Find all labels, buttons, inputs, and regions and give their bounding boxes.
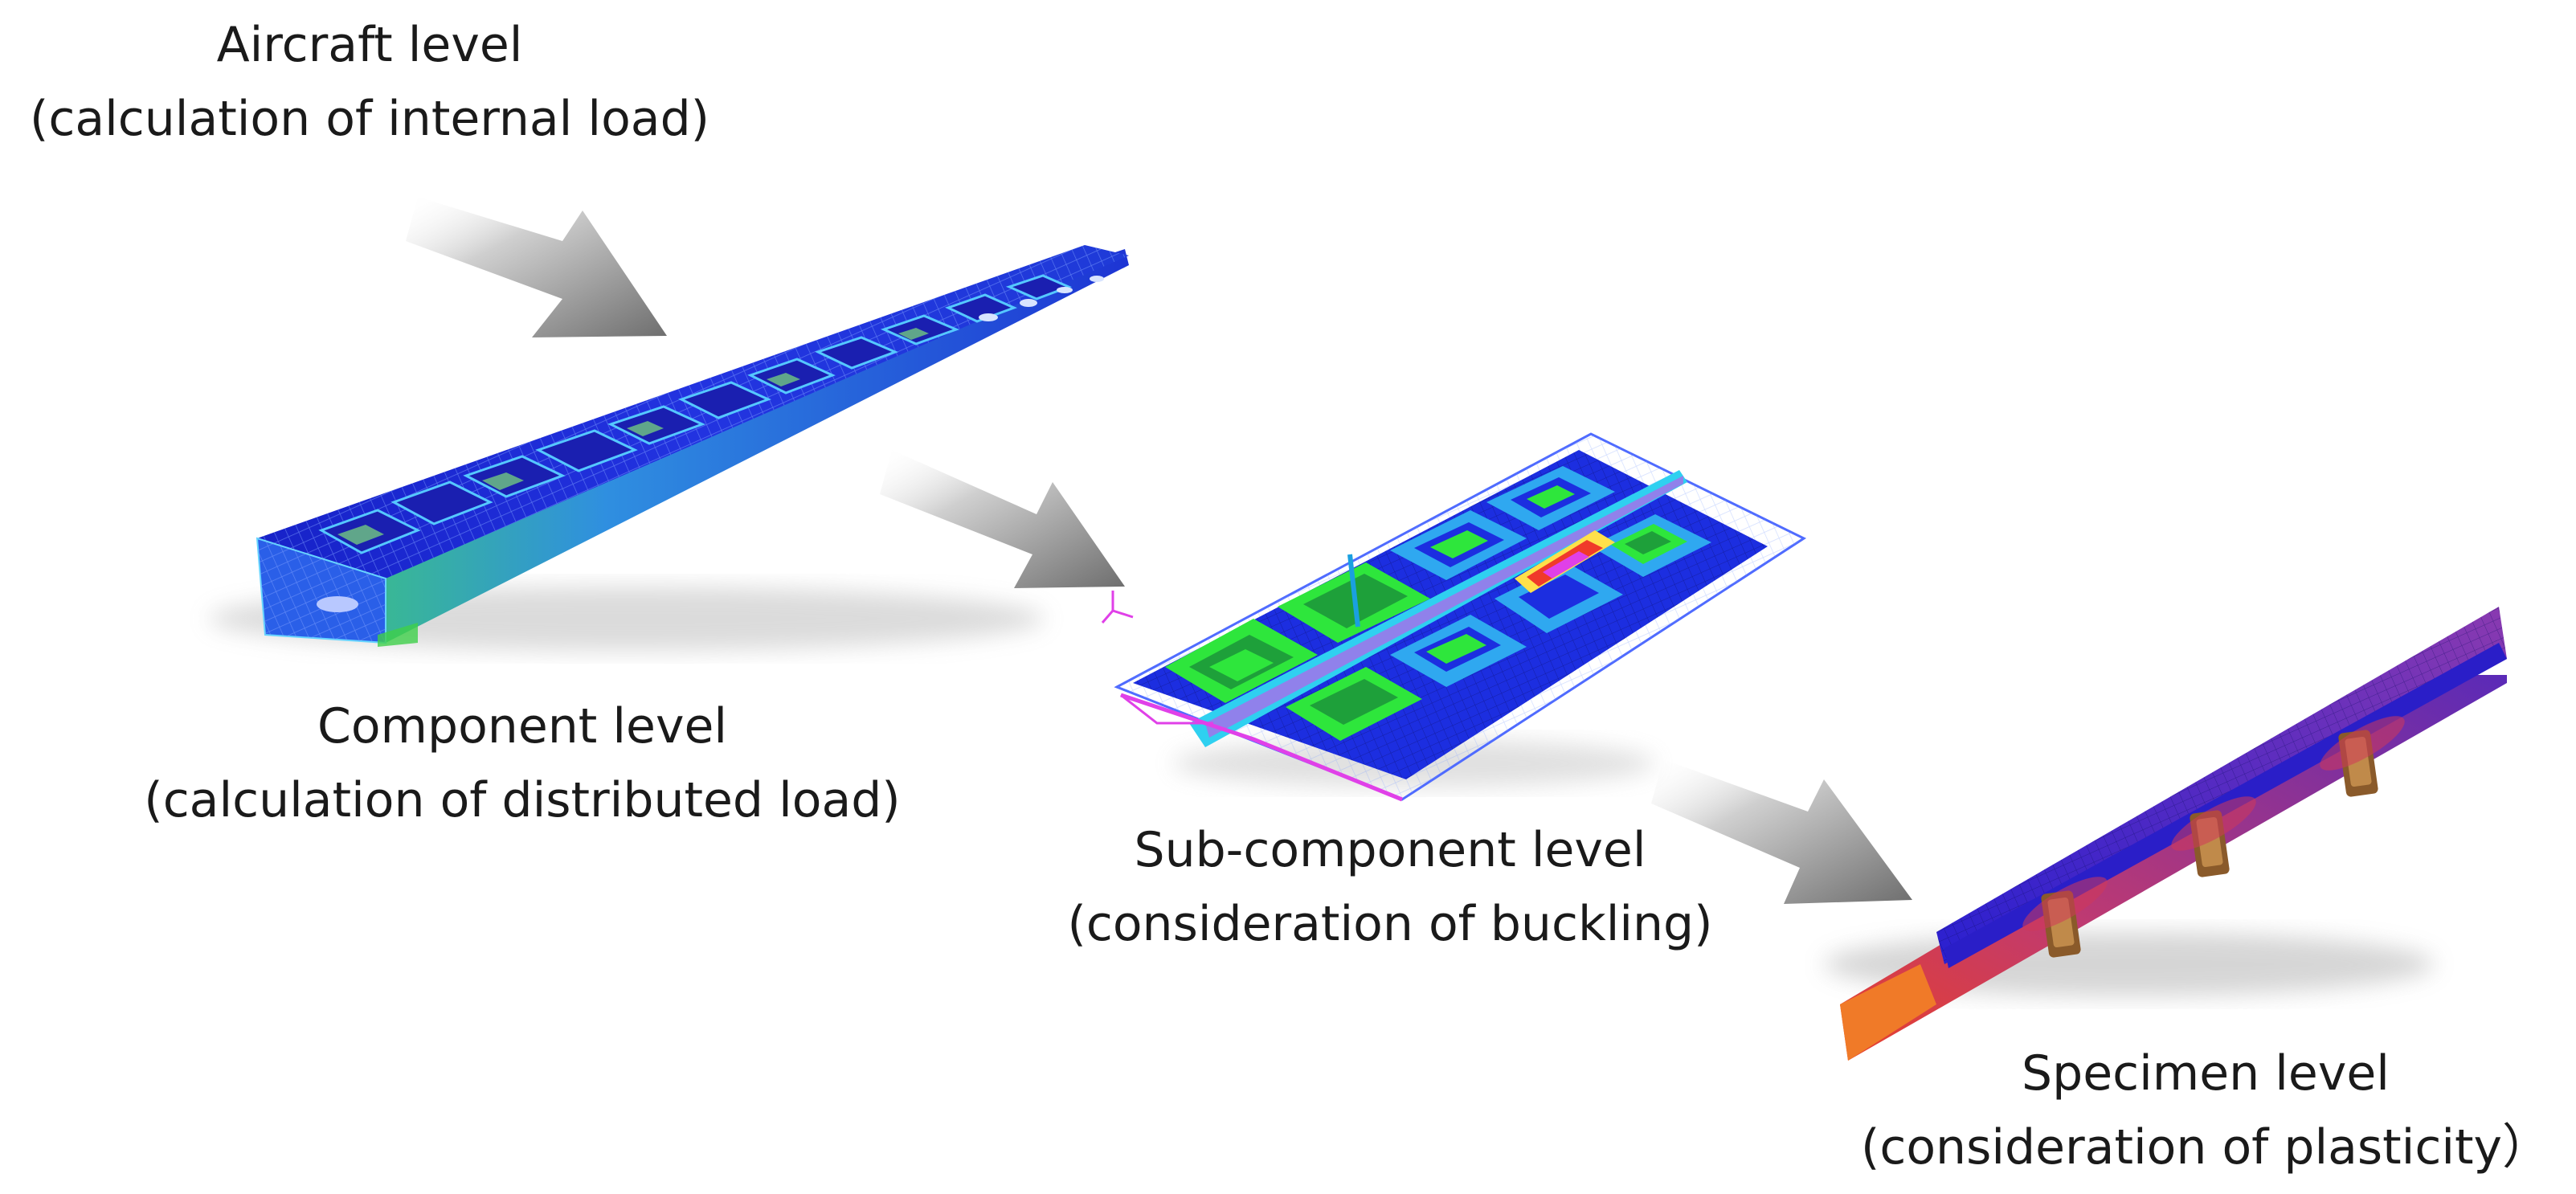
label-aircraft-level: Aircraft level (calculation of internal … [0, 8, 739, 156]
arrow-aircraft-to-component [406, 197, 667, 337]
level-subtitle: (consideration of plasticity） [1860, 1119, 2551, 1176]
label-subcomponent-level: Sub-component level (consideration of bu… [1012, 813, 1768, 961]
level-title: Component level [317, 698, 728, 754]
level-subtitle: (calculation of distributed load) [144, 772, 901, 828]
level-title: Aircraft level [216, 17, 523, 73]
wing-box-fea-model [209, 245, 1129, 651]
bolted-joint-specimen-fea-model [1824, 607, 2507, 1061]
stiffened-panel-fea-model [1101, 432, 1807, 802]
label-specimen-level: Specimen level (consideration of plastic… [1840, 1037, 2571, 1184]
arrow-component-to-subcomponent [880, 450, 1125, 588]
label-component-level: Component level (calculation of distribu… [96, 689, 948, 837]
level-subtitle: (calculation of internal load) [29, 91, 710, 147]
level-subtitle: (consideration of buckling) [1067, 896, 1713, 952]
level-title: Specimen level [2022, 1045, 2390, 1102]
level-title: Sub-component level [1134, 822, 1646, 878]
arrow-subcomponent-to-specimen [1651, 759, 1912, 904]
